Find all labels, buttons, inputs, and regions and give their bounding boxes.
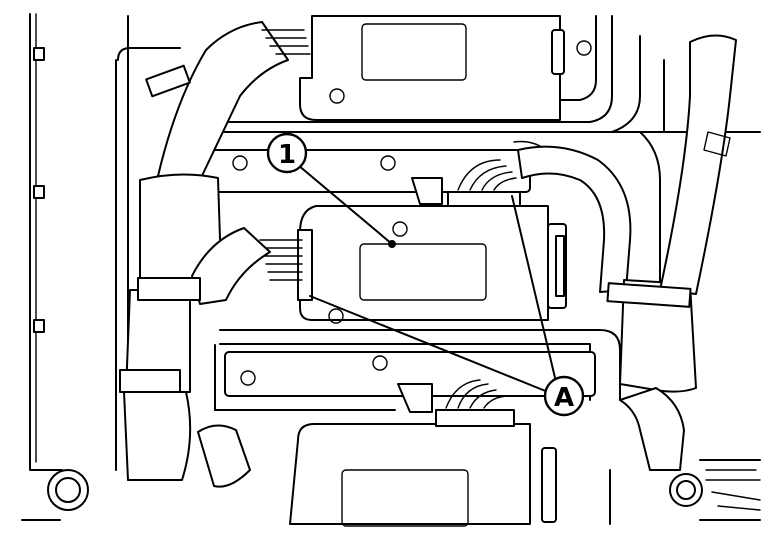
callout-a: A xyxy=(543,375,585,417)
connector-top xyxy=(447,159,521,207)
left-frame-rail xyxy=(29,13,63,471)
bracket-lower xyxy=(224,351,596,397)
connector-bottom xyxy=(435,379,515,427)
bottom-right-tray xyxy=(705,469,761,511)
left-harness xyxy=(119,21,311,488)
bottom-control-unit xyxy=(289,379,557,527)
bolt-bottom-right xyxy=(669,473,703,507)
chassis-outline xyxy=(21,15,761,525)
part-1-marker-dot xyxy=(388,240,396,248)
harness-wires-top xyxy=(261,29,311,55)
top-control-unit xyxy=(299,15,592,121)
bolt-bottom-left xyxy=(47,469,89,511)
center-control-unit xyxy=(259,159,567,324)
connector-left xyxy=(259,239,303,281)
bracket-upper xyxy=(199,149,531,193)
right-harness xyxy=(513,34,737,471)
callout-1: 1 xyxy=(266,132,308,174)
leader-lines xyxy=(291,159,557,393)
callout-a-label: A xyxy=(554,383,574,413)
callout-1-label: 1 xyxy=(278,140,296,170)
